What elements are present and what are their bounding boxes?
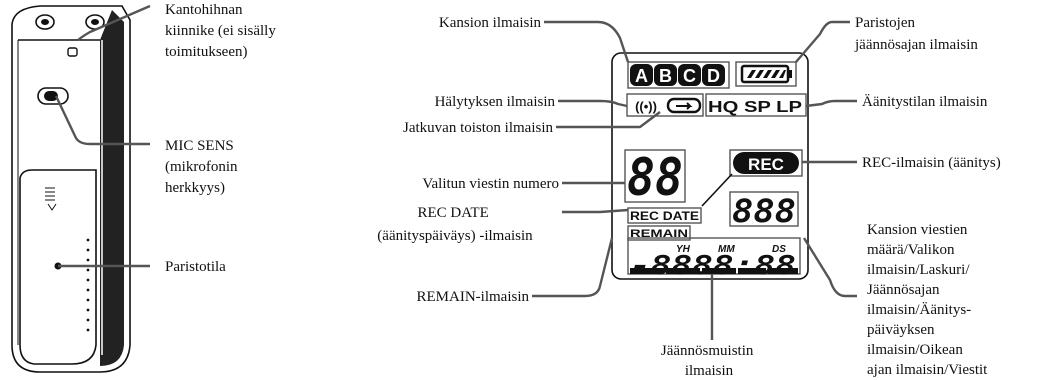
- repeat-indicator-icon: [666, 97, 702, 114]
- rec-indicator: REC: [748, 155, 784, 174]
- callout-battery-compartment: Paristotila: [165, 259, 226, 275]
- callout-message-number: Valitun viestin numero: [422, 176, 559, 192]
- folder-indicator-group: A B C D: [627, 61, 730, 89]
- message-number-digits: 88: [627, 148, 683, 208]
- callout-multi-display: Kansion viestien määrä/Valikon ilmaisin/…: [867, 222, 988, 378]
- callout-memory-indicator: Jäännösmuistin ilmaisin: [661, 343, 757, 379]
- folder-a-label: A: [635, 66, 648, 86]
- folder-message-count-digits: 888: [732, 192, 796, 230]
- strap-holder: [67, 47, 78, 57]
- time-unit-mm: MM: [718, 244, 735, 255]
- time-unit-ds: DS: [772, 244, 786, 255]
- callout-rec-date-indicator: REC DATE (äänityspäiväys) -ilmaisin: [377, 205, 533, 244]
- callout-mic-sens: MIC SENS (mikrofonin herkkyys): [165, 138, 241, 196]
- mic-sens-switch[interactable]: [37, 87, 69, 105]
- lcd-display: A B C D ((•)) HQ SP LP 88 REC: [611, 52, 809, 281]
- folder-b-label: B: [659, 66, 672, 86]
- callout-repeat-indicator: Jatkuvan toiston ilmaisin: [403, 120, 553, 136]
- leader-lines: [54, 4, 857, 340]
- folder-c-label: C: [683, 66, 696, 86]
- alarm-indicator-icon: ((•)): [635, 99, 657, 114]
- memory-bar: [630, 268, 798, 274]
- callout-folder-indicator: Kansion ilmaisin: [439, 15, 542, 31]
- voice-recorder-device: [11, 5, 131, 373]
- callout-rec-mode-indicator: Äänitystilan ilmaisin: [862, 93, 988, 110]
- callout-strap-holder: Kantohihnan kiinnike (ei sisälly toimitu…: [165, 2, 280, 60]
- time-unit-yh: YH: [676, 244, 691, 255]
- callout-battery-indicator: Paristojen jäännösajan ilmaisin: [854, 15, 978, 53]
- rec-mode-indicator: HQ SP LP: [708, 99, 802, 116]
- folder-d-label: D: [707, 66, 720, 86]
- rec-date-indicator: REC DATE: [630, 209, 699, 223]
- speaker-grille: [86, 238, 90, 332]
- callout-rec-indicator: REC-ilmaisin (äänitys): [862, 155, 1001, 171]
- battery-icon: [735, 61, 797, 87]
- callout-alarm-indicator: Hälytyksen ilmaisin: [435, 94, 556, 110]
- remain-indicator: REMAIN: [630, 228, 688, 240]
- callout-remain-indicator: REMAIN-ilmaisin: [417, 289, 530, 305]
